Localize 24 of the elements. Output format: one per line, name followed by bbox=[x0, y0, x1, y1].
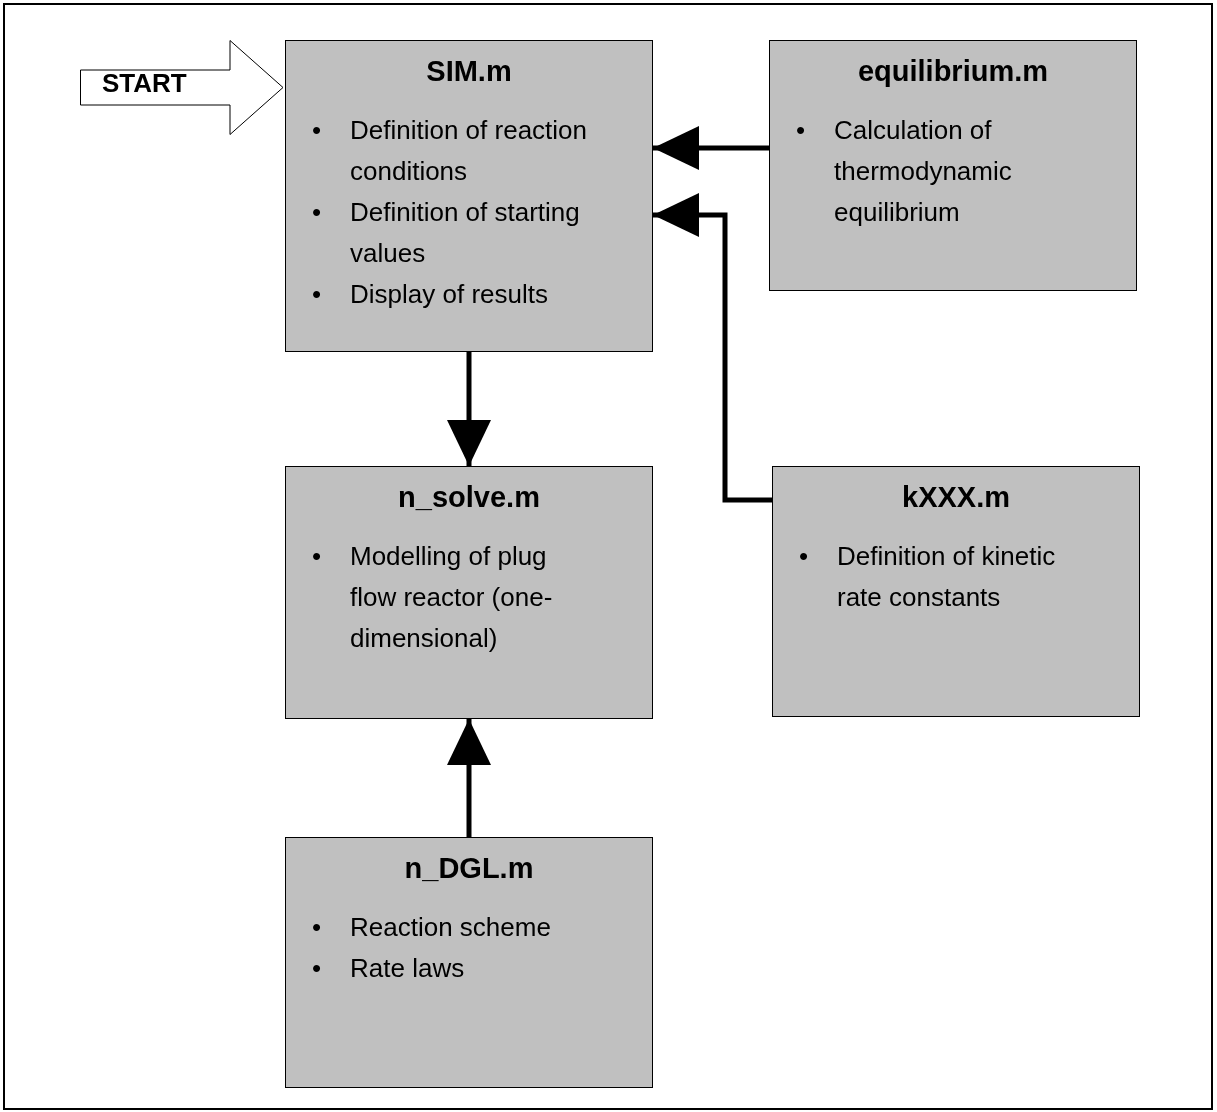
module-box bbox=[285, 837, 653, 1088]
module-box bbox=[769, 40, 1137, 291]
module-title: equilibrium.m bbox=[856, 55, 1050, 88]
bullet-item: • Reaction scheme bbox=[311, 911, 552, 944]
arrow bbox=[653, 126, 769, 170]
module-title: kXXX.m bbox=[901, 481, 1011, 514]
bullet-item: • Definition of kinetic rate constants bbox=[798, 540, 1057, 614]
bullet-item: • Rate laws bbox=[311, 952, 466, 985]
module-title: n_solve.m bbox=[397, 481, 541, 514]
module-box bbox=[285, 466, 653, 719]
module-box bbox=[285, 40, 653, 352]
arrow bbox=[653, 193, 772, 503]
arrow bbox=[447, 719, 491, 837]
bullet-item: • Definition of starting values bbox=[311, 196, 581, 270]
module-box bbox=[772, 466, 1140, 717]
module-title: n_DGL.m bbox=[403, 852, 535, 885]
bullet-item: • Modelling of plug flow reactor (one-dimensional) bbox=[311, 540, 554, 655]
arrow bbox=[447, 352, 491, 466]
bullet-item: • Definition of reaction conditions bbox=[311, 114, 589, 188]
bullet-item: • Calculation of thermodynamic equilibrium bbox=[795, 114, 1013, 229]
start-block-arrow bbox=[80, 40, 285, 135]
bullet-item: • Display of results bbox=[311, 278, 549, 311]
module-title: SIM.m bbox=[425, 55, 513, 88]
start-label: START bbox=[102, 68, 187, 99]
